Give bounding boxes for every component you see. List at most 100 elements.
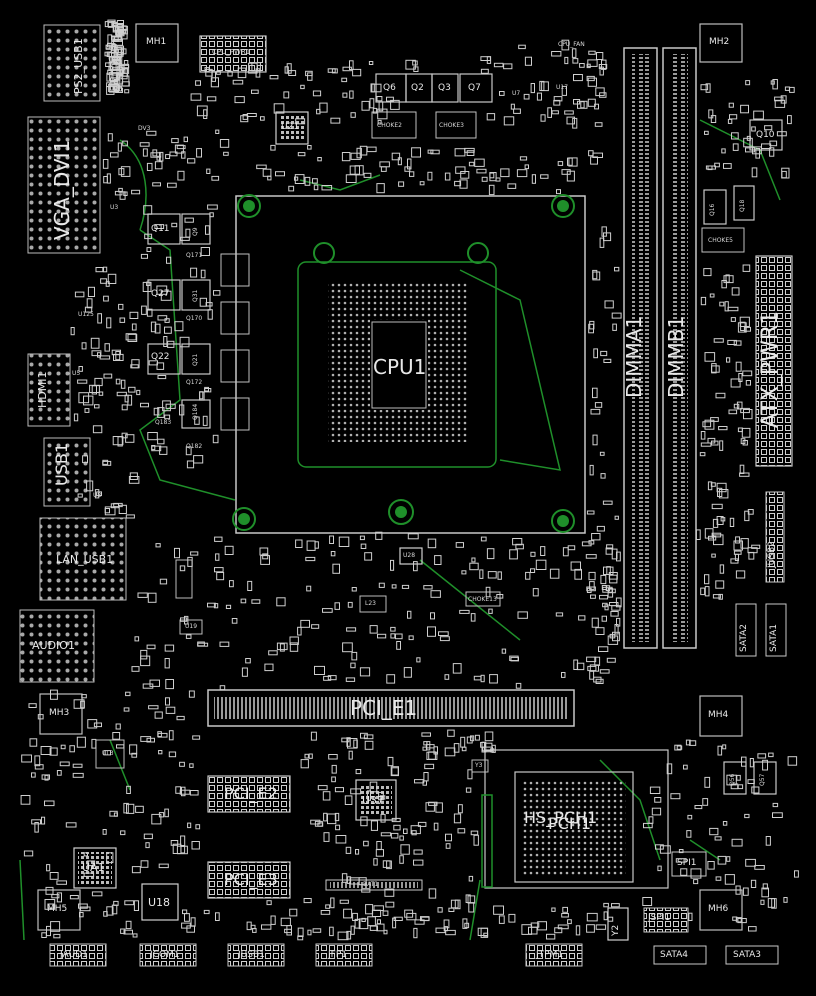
smd-component (772, 802, 779, 808)
smd-component (700, 442, 712, 447)
smd-component (153, 407, 160, 416)
smd-component (83, 852, 88, 857)
smd-component (704, 586, 710, 597)
smd-component (748, 926, 757, 932)
smd-component (103, 266, 108, 273)
smd-component (104, 51, 109, 57)
smd-component (131, 866, 141, 874)
smd-component (337, 931, 349, 941)
smd-component (311, 624, 320, 629)
smd-component (91, 738, 97, 749)
smd-component (323, 812, 328, 822)
smd-component (289, 908, 298, 917)
smd-component (99, 355, 111, 360)
smd-component (341, 77, 348, 83)
smd-component (359, 667, 371, 677)
smd-component (145, 842, 150, 849)
smd-component (578, 615, 586, 621)
smd-component (729, 114, 738, 120)
smd-component (740, 321, 746, 332)
smd-component (495, 177, 501, 182)
smd-component (151, 813, 162, 825)
smd-component (466, 150, 475, 156)
smd-component (59, 761, 70, 767)
q170-label: Q170 (186, 315, 203, 322)
ua1-label: UA1 (82, 861, 105, 874)
smd-component (711, 532, 722, 538)
smd-component (327, 68, 336, 73)
smd-component (45, 886, 54, 895)
smd-component (151, 445, 156, 451)
smd-component (536, 92, 543, 101)
smd-component (120, 928, 126, 934)
smd-component (484, 731, 494, 742)
smd-component (577, 100, 588, 109)
smd-component (547, 107, 552, 118)
u5-label: U5 (72, 370, 81, 377)
smd-component (181, 786, 186, 797)
smd-component (572, 58, 579, 64)
smd-component (90, 337, 100, 349)
smd-component (125, 333, 137, 341)
smd-component (594, 122, 603, 127)
smd-component (443, 926, 449, 932)
smd-component (714, 162, 720, 168)
smd-component (392, 917, 397, 929)
smd-component (487, 571, 497, 579)
smd-component (205, 225, 210, 235)
smd-component (110, 152, 119, 158)
smd-component (139, 142, 150, 147)
smd-component (113, 900, 119, 906)
smd-component (710, 417, 719, 422)
smd-component (589, 581, 595, 590)
smd-component (445, 929, 456, 936)
u28-label: U28 (403, 552, 416, 559)
smd-component (666, 763, 673, 775)
smd-component (125, 434, 135, 443)
smd-component (555, 612, 564, 617)
smd-component (540, 546, 546, 556)
smd-component (297, 626, 302, 636)
smd-component (438, 631, 449, 636)
pcie1-label: PCI_E1 (350, 696, 418, 720)
smd-component (659, 845, 671, 854)
smd-component (435, 927, 446, 934)
smd-component (256, 164, 267, 170)
smd-component (600, 574, 607, 585)
smd-component (183, 136, 189, 143)
smd-component (369, 625, 378, 634)
smd-component (655, 844, 664, 850)
smd-component (319, 102, 328, 113)
smd-component (576, 662, 585, 671)
smd-component (404, 909, 414, 918)
smd-component (711, 503, 723, 510)
smd-component (155, 543, 161, 548)
smd-component (738, 373, 743, 382)
smd-component (264, 663, 274, 672)
smd-component (246, 113, 257, 117)
smd-component (214, 536, 223, 542)
dimma-label: DIMMA1 (622, 315, 646, 398)
smd-component (376, 183, 385, 194)
smd-component (147, 432, 158, 441)
smd-component (488, 608, 493, 614)
smd-component (567, 919, 572, 925)
smd-component (284, 928, 292, 934)
smd-component (159, 578, 168, 585)
smd-component (719, 564, 725, 574)
smd-component (757, 753, 767, 759)
smd-component (474, 158, 485, 167)
smd-component (386, 674, 396, 684)
smd-component (393, 824, 401, 831)
smd-component (728, 409, 738, 415)
smd-component (491, 744, 496, 753)
smd-component (209, 212, 214, 218)
smd-component (423, 741, 428, 746)
smd-component (294, 176, 299, 181)
smd-component (453, 743, 460, 753)
smd-component (588, 540, 595, 545)
smd-component (726, 357, 731, 363)
smd-component (219, 641, 230, 647)
smd-component (411, 147, 422, 158)
smd-component (488, 184, 495, 196)
